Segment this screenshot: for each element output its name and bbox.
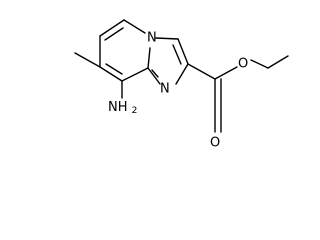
bond-c7-c8 <box>99 66 123 82</box>
bond-c5-n4 <box>123 19 146 34</box>
label-ester-oxygen: O <box>238 57 248 72</box>
bond-c7-methyl <box>74 52 101 68</box>
bond-n1-c8a-inner <box>151 69 159 78</box>
label-imidazole-nitrogen: N <box>160 82 170 97</box>
bond-c2-n1 <box>175 63 189 85</box>
amino-subscript: 2 <box>132 106 138 116</box>
bond-c2-carbonyl <box>187 63 216 80</box>
amino-main-text: NH <box>108 100 128 115</box>
bond-c3-c2-inner <box>172 44 182 65</box>
bond-c8-c8a <box>121 67 149 82</box>
bond-c3-c2 <box>177 38 189 65</box>
label-amino-group: NH 2 <box>108 100 137 116</box>
bond-c5-c6 <box>99 19 125 37</box>
label-carbonyl-oxygen: O <box>210 136 220 151</box>
bond-c7-c8-inner <box>105 63 123 75</box>
label-ring-nitrogen: N <box>147 31 157 46</box>
bond-n1-c8a <box>147 67 161 85</box>
chemical-structure: N N O O NH 2 <box>74 19 289 151</box>
bond-c5-c6-inner <box>104 27 124 41</box>
bond-n4-c3 <box>155 37 179 40</box>
bond-c8a-n4 <box>147 47 151 69</box>
bond-ch2-ch3 <box>267 55 289 69</box>
bond-ester-o-ch2 <box>250 59 269 69</box>
bond-carbonyl-ester-o <box>214 66 238 80</box>
